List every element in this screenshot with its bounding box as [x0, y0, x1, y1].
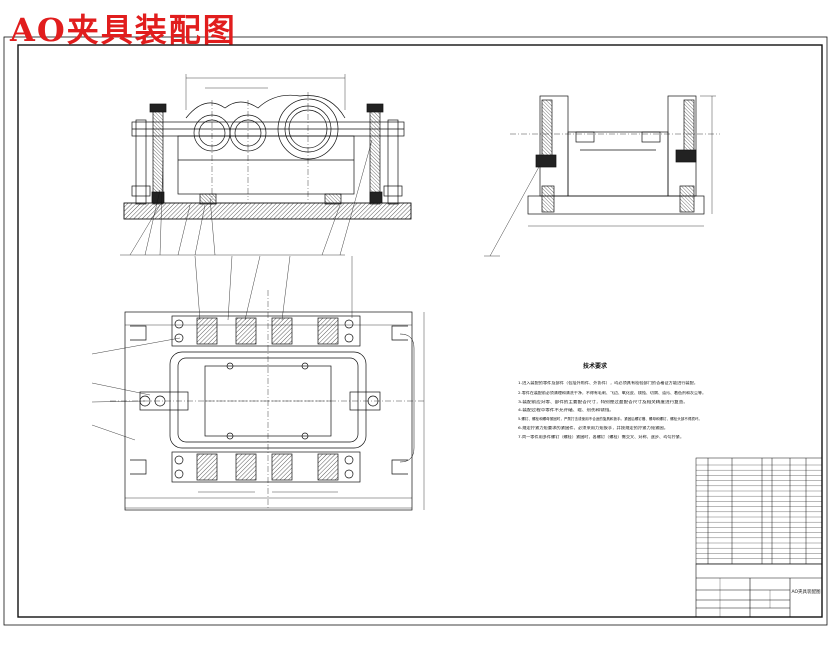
notes-line-1: 1.进入装配的零件及部件（包括外购件、外协件），均必须具有检验部门的合格证方能进…: [518, 380, 698, 385]
plan-view: [91, 255, 425, 511]
notes-line-4: 4.装配过程中零件不允许磕、碰、划伤和锈蚀。: [518, 407, 614, 412]
front-view: [120, 74, 412, 256]
technical-notes: 技术要求 1.进入装配的零件及部件（包括外购件、外协件），均必须具有检验部门的合…: [518, 362, 706, 439]
sheet-outer-border: [3, 36, 828, 626]
parts-list-rows: [696, 464, 822, 564]
title-block-drawing-name: AO夹具装配图: [791, 588, 821, 595]
notes-line-6: 6.规定拧紧力矩要求的紧固件，必须采用力矩扳手，并按规定的拧紧力矩紧固。: [518, 425, 668, 430]
side-view: [484, 95, 720, 257]
notes-heading: 技术要求: [583, 362, 608, 370]
title-block: [695, 563, 823, 618]
notes-line-3: 3.装配前应对零、部件的主要配合尺寸，特别是过盈配合尺寸及相关精度进行复查。: [518, 399, 688, 404]
notes-line-7: 7.同一零件用多件螺钉（螺栓）紧固时，各螺钉（螺栓）需交叉、对称、逐步、均匀拧紧…: [518, 434, 684, 439]
sheet-inner-border: [17, 44, 823, 618]
notes-line-2: 2.零件在装配前必须清理和清洗干净，不得有毛刺、飞边、氧化皮、锈蚀、切屑、油污、…: [518, 390, 706, 395]
drawing-title: AO夹具装配图: [10, 11, 237, 49]
notes-line-5: 5.螺钉、螺栓和螺母紧固时，严禁打击或使用不合适的旋具和扳手。紧固后螺钉槽、螺母…: [518, 416, 702, 421]
